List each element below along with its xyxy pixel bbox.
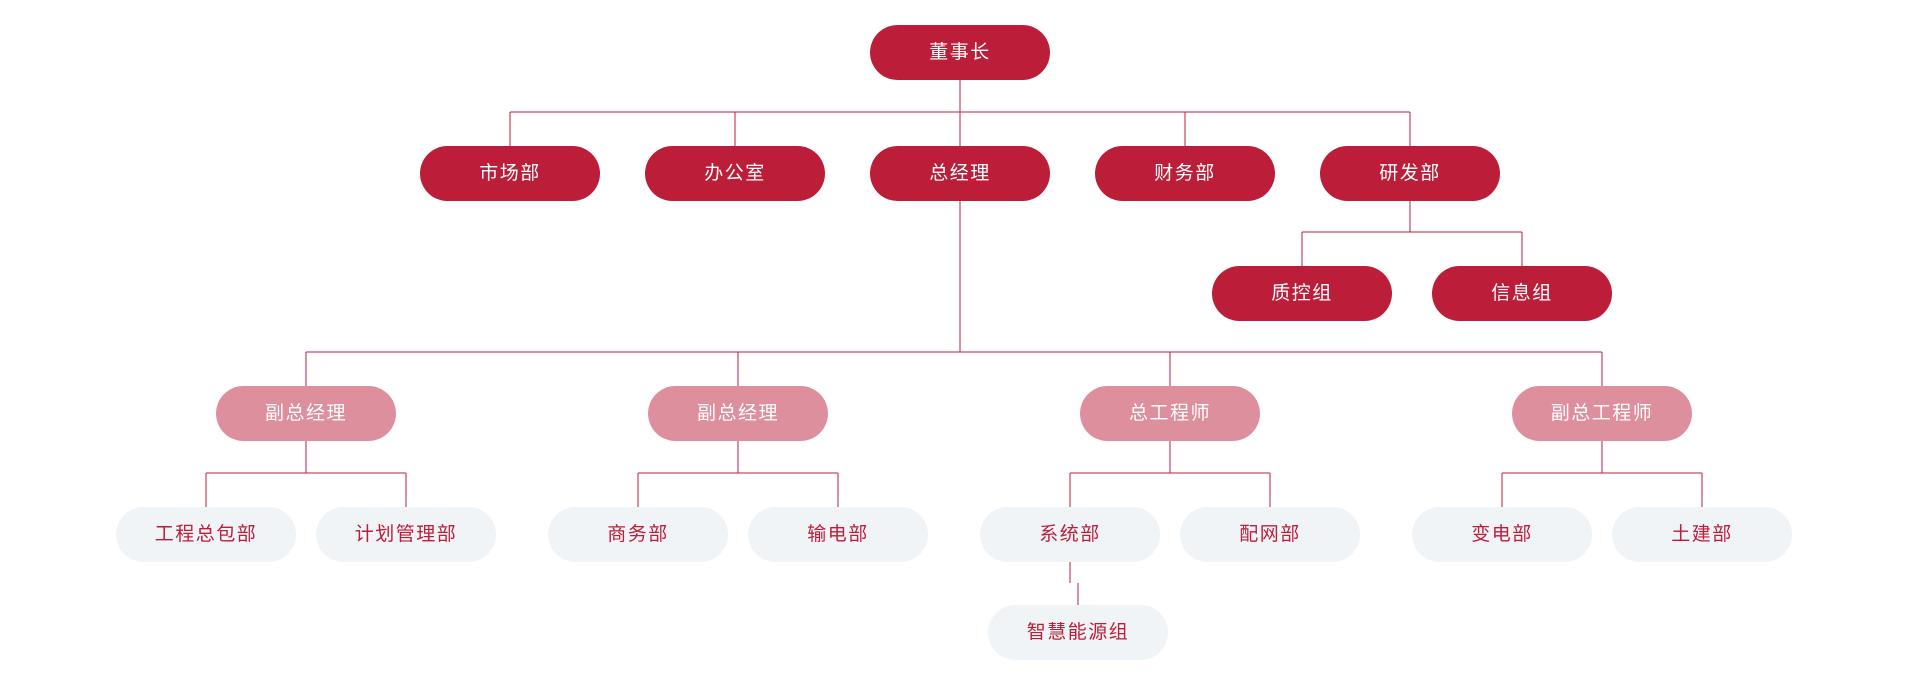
org-node-rnd[interactable]: 研发部 [1320,146,1500,201]
org-node-distribution[interactable]: 配网部 [1180,507,1360,562]
org-node-smart-energy[interactable]: 智慧能源组 [988,605,1168,660]
org-node-deputy-gm-2[interactable]: 副总经理 [648,386,828,441]
org-node-transmission[interactable]: 输电部 [748,507,928,562]
org-node-info-group[interactable]: 信息组 [1432,266,1612,321]
org-node-civil-dept[interactable]: 土建部 [1612,507,1792,562]
org-node-deputy-chief-eng[interactable]: 副总工程师 [1512,386,1692,441]
org-node-epc-dept[interactable]: 工程总包部 [116,507,296,562]
org-node-planning-dept[interactable]: 计划管理部 [316,507,496,562]
org-node-business-dept[interactable]: 商务部 [548,507,728,562]
org-node-chief-engineer[interactable]: 总工程师 [1080,386,1260,441]
org-node-office[interactable]: 办公室 [645,146,825,201]
org-node-general-manager[interactable]: 总经理 [870,146,1050,201]
org-node-chairman[interactable]: 董事长 [870,25,1050,80]
org-node-finance[interactable]: 财务部 [1095,146,1275,201]
org-node-systems-dept[interactable]: 系统部 [980,507,1160,562]
org-node-deputy-gm-1[interactable]: 副总经理 [216,386,396,441]
org-node-qc-group[interactable]: 质控组 [1212,266,1392,321]
org-node-marketing[interactable]: 市场部 [420,146,600,201]
org-node-substation[interactable]: 变电部 [1412,507,1592,562]
